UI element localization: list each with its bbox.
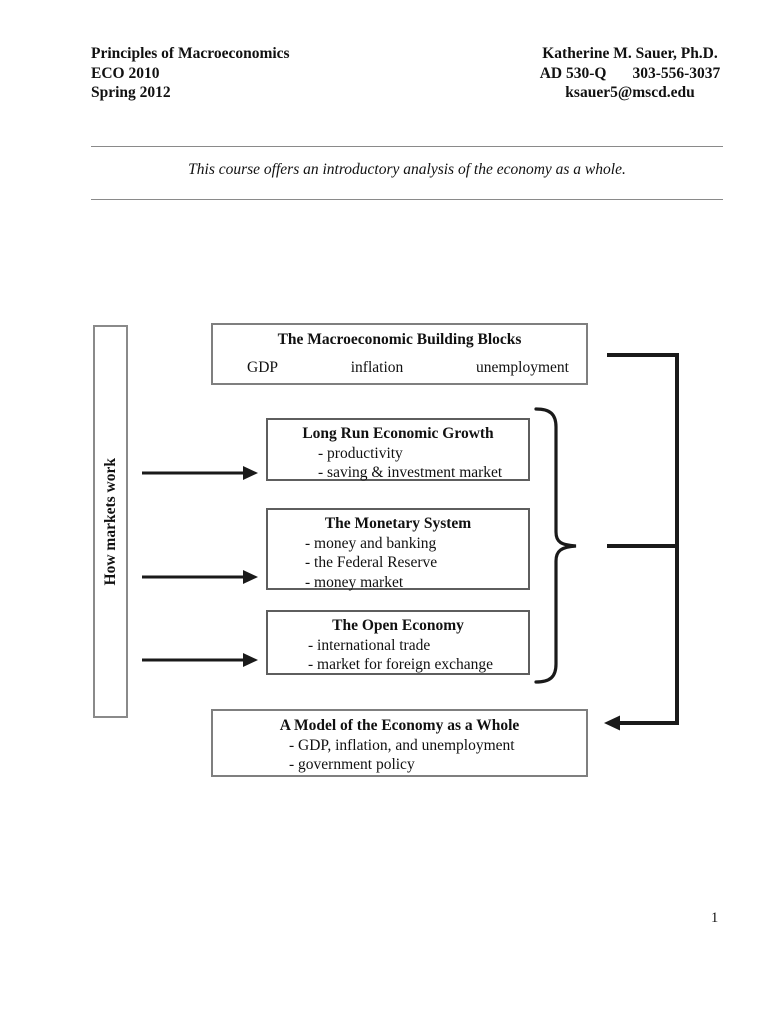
topic-item: - market for foreign exchange — [308, 656, 494, 673]
term-gdp: GDP — [247, 359, 279, 376]
how-markets-work-label: How markets work — [101, 457, 119, 586]
building-blocks-terms: GDP inflation unemployment — [213, 359, 586, 377]
course-code: ECO 2010 — [91, 64, 160, 82]
course-description: This course offers an introductory analy… — [188, 161, 626, 178]
topic-box-long-run-growth: Long Run Economic Growth - productivity … — [266, 418, 530, 481]
instructor-office: AD 530-Q — [539, 64, 607, 82]
topic-title: The Open Economy — [332, 617, 464, 634]
arrow-to-open-economy-icon — [142, 653, 258, 667]
topic-item: - international trade — [308, 636, 431, 654]
feedback-connector-arrow — [604, 353, 679, 731]
model-title: A Model of the Economy as a Whole — [279, 717, 520, 734]
topic-title: The Monetary System — [324, 515, 472, 532]
arrow-to-monetary-icon — [142, 570, 258, 584]
topic-item: - saving & investment market — [318, 464, 503, 481]
model-item: - GDP, inflation, and unemployment — [289, 736, 515, 754]
topic-item: - money market — [305, 573, 404, 591]
course-term: Spring 2012 — [91, 84, 171, 101]
economy-model-box: A Model of the Economy as a Whole - GDP,… — [211, 709, 588, 777]
topic-item: - money and banking — [305, 534, 437, 552]
curly-brace-icon — [534, 407, 577, 684]
topic-title: Long Run Economic Growth — [302, 425, 494, 442]
term-inflation: inflation — [350, 359, 404, 376]
instructor-contact-line: AD 530-Q 303-556-3037 — [532, 64, 728, 84]
model-item: - government policy — [289, 756, 415, 773]
topic-item: - the Federal Reserve — [305, 554, 438, 571]
course-title: Principles of Macroeconomics — [91, 45, 290, 62]
instructor-name: Katherine M. Sauer, Ph.D. — [542, 45, 718, 62]
arrow-to-growth-icon — [142, 466, 258, 480]
building-blocks-box: The Macroeconomic Building Blocks GDP in… — [211, 323, 588, 385]
course-info-block: Principles of Macroeconomics ECO 2010 Sp… — [91, 44, 290, 103]
topic-box-monetary-system: The Monetary System - money and banking … — [266, 508, 530, 591]
instructor-info-block: Katherine M. Sauer, Ph.D. AD 530-Q 303-55… — [532, 44, 728, 103]
how-markets-work-bar: How markets work — [93, 325, 128, 718]
divider-top — [91, 146, 723, 147]
instructor-phone: 303-556-3037 — [632, 64, 721, 82]
topic-box-open-economy: The Open Economy - international trade -… — [266, 610, 530, 675]
building-blocks-title: The Macroeconomic Building Blocks — [277, 331, 522, 348]
instructor-email: ksauer5@mscd.edu — [565, 84, 695, 101]
divider-bottom — [91, 199, 723, 200]
page-number: 1 — [711, 910, 719, 926]
topic-item: - productivity — [318, 444, 403, 462]
term-unemployment: unemployment — [475, 359, 569, 376]
